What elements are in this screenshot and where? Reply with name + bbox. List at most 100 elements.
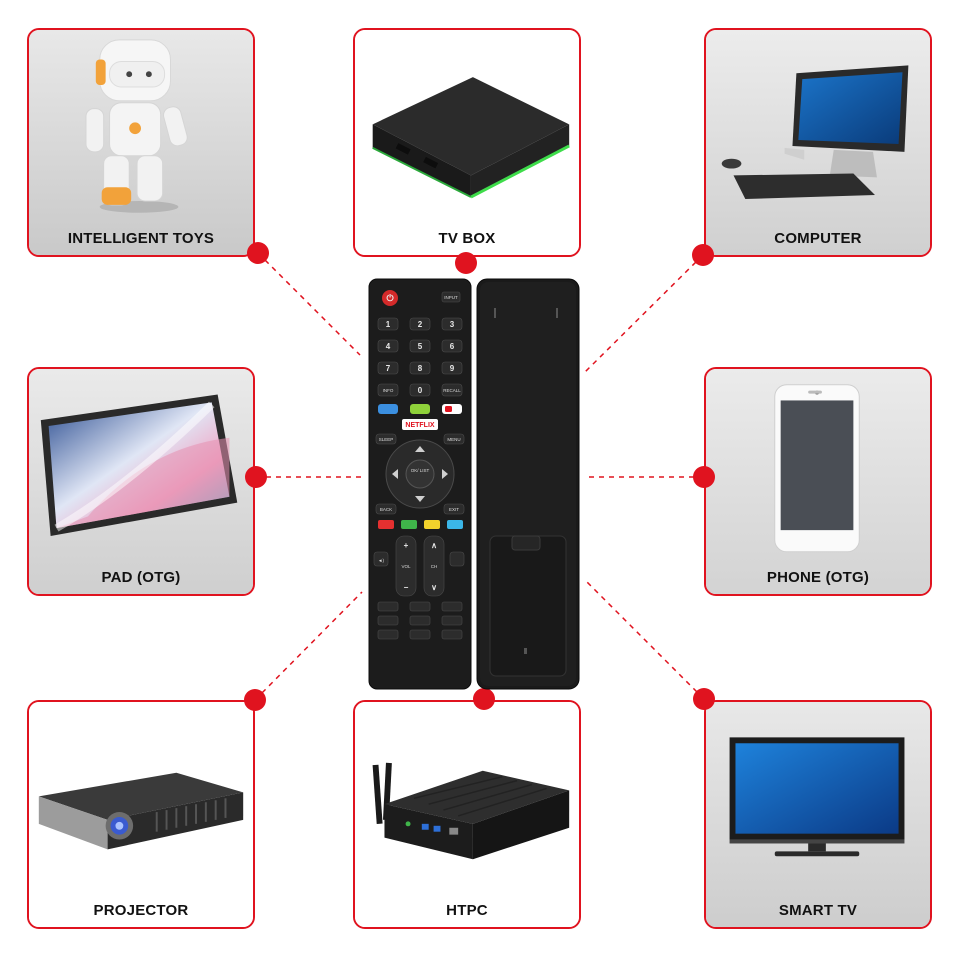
connector-dot: [244, 689, 266, 711]
connector-dot: [693, 688, 715, 710]
down-arrow-icon: [415, 496, 425, 502]
phone-image: [706, 369, 930, 594]
netflix-label: NETFLIX: [405, 422, 434, 429]
number-pad: 1 2 3 4 5 6 7 8 9 INFO 0 RECALL: [377, 317, 463, 397]
card-smart-tv: SMART TV: [704, 700, 932, 929]
digit-6-button[interactable]: [441, 339, 463, 353]
recall-button[interactable]: [441, 383, 463, 397]
app-button-green[interactable]: [410, 404, 430, 414]
bottom-button-grid: [377, 601, 463, 640]
power-icon: ⏻: [386, 293, 394, 303]
card-label: PROJECTOR: [93, 902, 189, 919]
digit-7-button[interactable]: [377, 361, 399, 375]
up-arrow-icon: [415, 446, 425, 452]
menu-label: MENU: [447, 437, 460, 442]
computer-image: [706, 30, 930, 255]
card-label: TV BOX: [438, 230, 496, 247]
ok-label: OK/ LIST: [411, 468, 430, 473]
channel-rocker[interactable]: [423, 535, 445, 597]
blue-key[interactable]: [447, 520, 463, 529]
connector-dot: [692, 244, 714, 266]
sleep-button[interactable]: [375, 433, 397, 445]
card-label: INTELLIGENT TOYS: [67, 230, 215, 247]
exit-button[interactable]: [443, 503, 465, 515]
card-label: PAD (OTG): [101, 569, 181, 586]
digit-8-button[interactable]: [409, 361, 431, 375]
mute-button[interactable]: [373, 551, 389, 567]
digit-label: 9: [450, 364, 455, 373]
small-button[interactable]: [409, 601, 431, 612]
info-label: INFO: [383, 388, 394, 393]
card-label: HTPC: [446, 902, 488, 919]
digit-1-button[interactable]: [377, 317, 399, 331]
digit-0-button[interactable]: [409, 383, 431, 397]
digit-9-button[interactable]: [441, 361, 463, 375]
battery-latch[interactable]: [511, 535, 541, 551]
connector-dot: [693, 466, 715, 488]
exit-label: EXIT: [449, 507, 459, 512]
mute-icon: ◄): [378, 558, 384, 563]
smart-tv-image: [706, 702, 930, 927]
guide-button[interactable]: [449, 551, 465, 567]
small-button[interactable]: [441, 601, 463, 612]
small-button[interactable]: [377, 629, 399, 640]
card-intelligent-toys: INTELLIGENT TOYS: [27, 28, 255, 257]
digit-3-button[interactable]: [441, 317, 463, 331]
vol-down-icon: −: [404, 583, 409, 592]
digit-2-button[interactable]: [409, 317, 431, 331]
connector-dot: [245, 466, 267, 488]
input-label: INPUT: [444, 295, 458, 300]
red-key[interactable]: [378, 520, 394, 529]
menu-button[interactable]: [443, 433, 465, 445]
card-tv-box: TV BOX: [353, 28, 581, 257]
small-button[interactable]: [377, 615, 399, 626]
input-button[interactable]: [441, 291, 461, 303]
small-button[interactable]: [409, 615, 431, 626]
vol-label: VOL: [401, 564, 411, 569]
ok-button[interactable]: [405, 459, 435, 489]
connector-dot: [455, 252, 477, 274]
robot-toy-image: [29, 30, 253, 255]
card-htpc: HTPC: [353, 700, 581, 929]
digit-label: 7: [386, 364, 391, 373]
volume-rocker[interactable]: [395, 535, 417, 597]
back-button[interactable]: [375, 503, 397, 515]
card-label: SMART TV: [778, 902, 858, 919]
left-arrow-icon: [392, 469, 398, 479]
ch-down-icon: ∨: [431, 583, 437, 592]
connector-dot: [247, 242, 269, 264]
sleep-label: SLEEP: [379, 437, 394, 442]
connector-dot: [473, 688, 495, 710]
digit-label: 8: [418, 364, 423, 373]
green-key[interactable]: [401, 520, 417, 529]
small-button[interactable]: [441, 615, 463, 626]
digit-label: 5: [418, 342, 423, 351]
power-button[interactable]: [382, 290, 398, 306]
ch-label: CH: [431, 564, 438, 569]
digit-label: 2: [418, 320, 423, 329]
small-button[interactable]: [441, 629, 463, 640]
card-label: PHONE (OTG): [766, 569, 870, 586]
remote-back: [476, 278, 580, 690]
info-button[interactable]: [377, 383, 399, 397]
digit-label: 0: [418, 386, 423, 395]
right-arrow-icon: [442, 469, 448, 479]
htpc-image: [355, 702, 579, 927]
youtube-icon: [445, 406, 452, 412]
battery-cover[interactable]: [489, 535, 567, 677]
digit-4-button[interactable]: [377, 339, 399, 353]
ch-up-icon: ∧: [431, 541, 437, 550]
app-button-blue[interactable]: [378, 404, 398, 414]
digit-label: 3: [450, 320, 455, 329]
card-pad: PAD (OTG): [27, 367, 255, 596]
netflix-button[interactable]: [402, 419, 438, 430]
card-projector: PROJECTOR: [27, 700, 255, 929]
yellow-key[interactable]: [424, 520, 440, 529]
small-button[interactable]: [377, 601, 399, 612]
digit-label: 1: [386, 320, 391, 329]
card-computer: COMPUTER: [704, 28, 932, 257]
card-label: COMPUTER: [774, 230, 862, 247]
digit-5-button[interactable]: [409, 339, 431, 353]
small-button[interactable]: [409, 629, 431, 640]
